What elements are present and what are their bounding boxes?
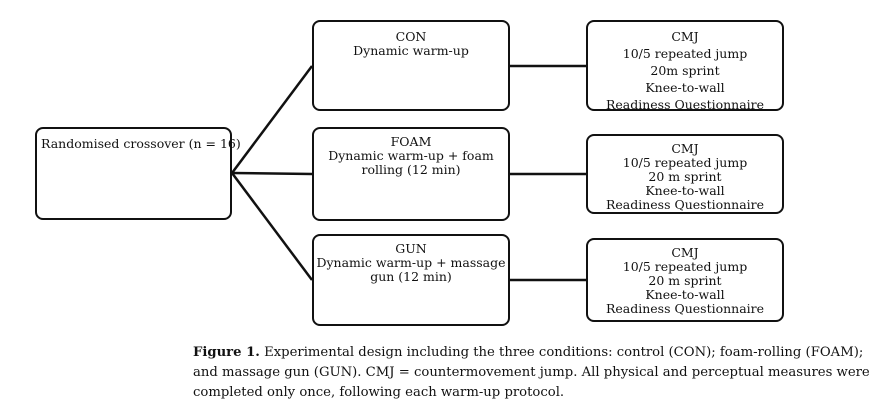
condition-title: CON xyxy=(395,29,427,44)
measure-item: Knee-to-wall xyxy=(645,287,725,302)
measure-item: 20 m sprint xyxy=(648,169,722,184)
measure-item: Readiness Questionnaire xyxy=(605,197,765,212)
measure-item: 10/5 repeated jump xyxy=(622,155,748,170)
measure-item: CMJ xyxy=(671,141,699,156)
foam-measures-box: CMJ 10/5 repeated jump 20 m sprint Knee-… xyxy=(586,134,784,214)
randomised-crossover-box: Randomised crossover (n = 16) xyxy=(35,127,241,220)
figure-caption-text: Experimental design including the three … xyxy=(193,345,870,400)
measure-item: 20 m sprint xyxy=(648,273,722,288)
measure-item: Readiness Questionnaire xyxy=(605,301,765,316)
link-root-to-foam xyxy=(231,171,313,176)
foam-condition-box: FOAM Dynamic warm-up + foam rolling (12 … xyxy=(312,127,510,221)
condition-title: GUN xyxy=(395,241,427,256)
condition-description: gun (12 min) xyxy=(370,269,452,284)
link-root-to-gun xyxy=(230,172,314,281)
con-condition-box: CON Dynamic warm-up xyxy=(312,20,510,111)
figure-caption: Figure 1. Experimental design including … xyxy=(193,343,873,403)
gun-measures-box: CMJ 10/5 repeated jump 20 m sprint Knee-… xyxy=(586,238,784,322)
gun-condition-box: GUN Dynamic warm-up + massage gun (12 mi… xyxy=(312,234,510,326)
measure-item: 10/5 repeated jump xyxy=(622,259,748,274)
condition-description: Dynamic warm-up + massage xyxy=(316,255,506,270)
measure-item: 20m sprint xyxy=(650,63,720,78)
measure-item: Readiness Questionnaire xyxy=(605,97,765,112)
condition-description: Dynamic warm-up + foam xyxy=(328,148,494,163)
measure-item: CMJ xyxy=(671,245,699,260)
measure-item: Knee-to-wall xyxy=(645,80,725,95)
figure-label: Figure 1. xyxy=(193,345,260,360)
condition-description: rolling (12 min) xyxy=(361,162,461,177)
con-measures-box: CMJ 10/5 repeated jump 20m sprint Knee-t… xyxy=(586,20,784,112)
root-label: Randomised crossover (n = 16) xyxy=(41,136,241,151)
measure-item: CMJ xyxy=(671,29,699,44)
condition-description: Dynamic warm-up xyxy=(353,43,469,58)
measure-item: Knee-to-wall xyxy=(645,183,725,198)
link-root-to-con xyxy=(230,65,314,174)
condition-title: FOAM xyxy=(390,134,432,149)
measure-item: 10/5 repeated jump xyxy=(622,46,748,61)
